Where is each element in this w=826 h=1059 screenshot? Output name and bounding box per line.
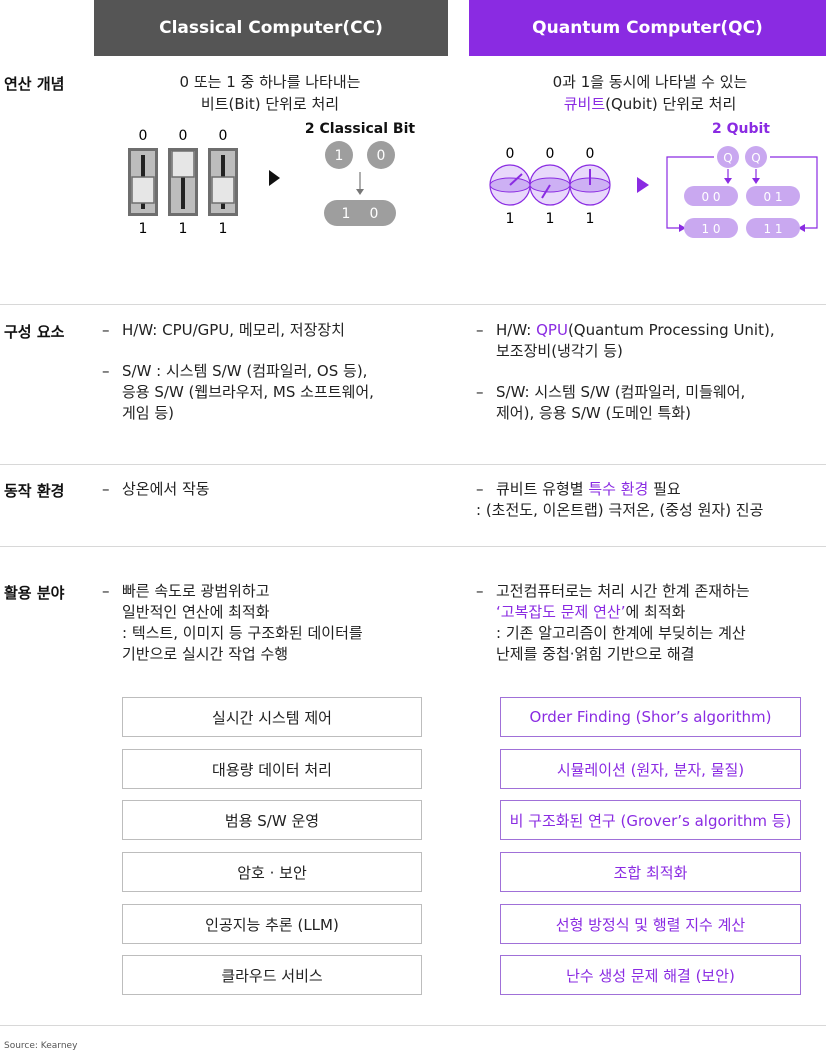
classical-bit-title: 2 Classical Bit [305, 121, 415, 137]
switch-icon [208, 148, 238, 216]
sphere-bottom-label: 1 [586, 211, 595, 227]
switch-bottom-label: 1 [139, 221, 148, 237]
bit-label: 0 [370, 206, 379, 222]
divider [0, 546, 826, 547]
header-classical: Classical Computer(CC) [94, 0, 448, 56]
cc-concept-text: 0 또는 1 중 하나를 나타내는 비트(Bit) 단위로 처리 [179, 73, 361, 113]
arrow-icon [679, 224, 686, 232]
header-quantum: Quantum Computer(QC) [469, 0, 826, 56]
sphere-top-label: 0 [546, 146, 555, 162]
bit-circle [367, 141, 395, 169]
qc-application-box: 선형 방정식 및 행렬 지수 계산 [500, 904, 801, 944]
state-label: 0 0 [701, 190, 720, 204]
right-arrow-icon [269, 170, 280, 186]
switch-top-label: 0 [219, 128, 228, 144]
bit-label: 0 [377, 148, 386, 164]
qc-application-box: 난수 생성 문제 해결 (보안) [500, 955, 801, 995]
bit-pair-pill [324, 200, 396, 226]
qubit-diagram: 0 0 0 1 1 1 2 Qubit Q Q 0 0 0 1 1 0 1 1 [489, 121, 818, 238]
state-label: 0 1 [763, 190, 782, 204]
qc-application-box: Order Finding (Shor’s algorithm) [500, 697, 801, 737]
sphere-top-label: 0 [506, 146, 515, 162]
cc-application-box: 인공지능 추론 (LLM) [122, 904, 422, 944]
divider [0, 1025, 826, 1026]
row-label-applications: 활용 분야 [4, 584, 65, 602]
switch-icon [168, 148, 198, 216]
cc-application-box: 암호 · 보안 [122, 852, 422, 892]
qubit-label: Q [723, 151, 732, 165]
qc-application-box: 비 구조화된 연구 (Grover’s algorithm 등) [500, 800, 801, 840]
down-arrow-icon [752, 178, 760, 184]
sphere-bottom-label: 1 [546, 211, 555, 227]
divider [0, 304, 826, 305]
qubit-title: 2 Qubit [712, 121, 770, 137]
qc-concept-text: 0과 1을 동시에 나타낼 수 있는 큐비트(Qubit) 단위로 처리 [552, 73, 748, 113]
switch-top-label: 0 [139, 128, 148, 144]
state-pill [746, 186, 800, 206]
row-label-components: 구성 요소 [4, 323, 65, 341]
sphere-top-label: 0 [586, 146, 595, 162]
switch-top-label: 0 [179, 128, 188, 144]
arrow-icon [798, 224, 805, 232]
bloch-sphere-icon [489, 164, 531, 206]
switch-bottom-label: 1 [219, 221, 228, 237]
state-pill [746, 218, 800, 238]
cc-application-box: 범용 S/W 운영 [122, 800, 422, 840]
qc-environment-detail: : (초전도, 이온트랩) 극저온, (중성 원자) 진공 [476, 501, 764, 519]
qubit-circle [745, 146, 767, 168]
classical-bit-diagram: 0 0 0 1 1 1 2 Classical Bit 1 0 1 0 [128, 121, 415, 237]
state-label: 1 0 [701, 222, 720, 236]
state-pill [684, 218, 738, 238]
state-pill [684, 186, 738, 206]
cc-application-box: 실시간 시스템 제어 [122, 697, 422, 737]
cc-application-box: 클라우드 서비스 [122, 955, 422, 995]
bit-label: 1 [335, 148, 344, 164]
qubit-label: Q [751, 151, 760, 165]
switch-icon [128, 148, 158, 216]
qc-application-box: 조합 최적화 [500, 852, 801, 892]
switch-bottom-label: 1 [179, 221, 188, 237]
bloch-sphere-icon [569, 164, 611, 206]
state-label: 1 1 [763, 222, 782, 236]
cc-application-box: 대용량 데이터 처리 [122, 749, 422, 789]
bit-label: 1 [342, 206, 351, 222]
divider [0, 464, 826, 465]
down-arrow-icon [724, 178, 732, 184]
sphere-bottom-label: 1 [506, 211, 515, 227]
qc-application-box: 시뮬레이션 (원자, 분자, 물질) [500, 749, 801, 789]
bloch-sphere-icon [529, 164, 571, 206]
bit-circle [325, 141, 353, 169]
down-arrow-icon [356, 189, 364, 195]
source-note: Source: Kearney [4, 1041, 78, 1051]
right-arrow-icon [637, 177, 649, 193]
qubit-circle [717, 146, 739, 168]
row-label-concept: 연산 개념 [4, 75, 65, 93]
row-label-environment: 동작 환경 [4, 482, 65, 500]
